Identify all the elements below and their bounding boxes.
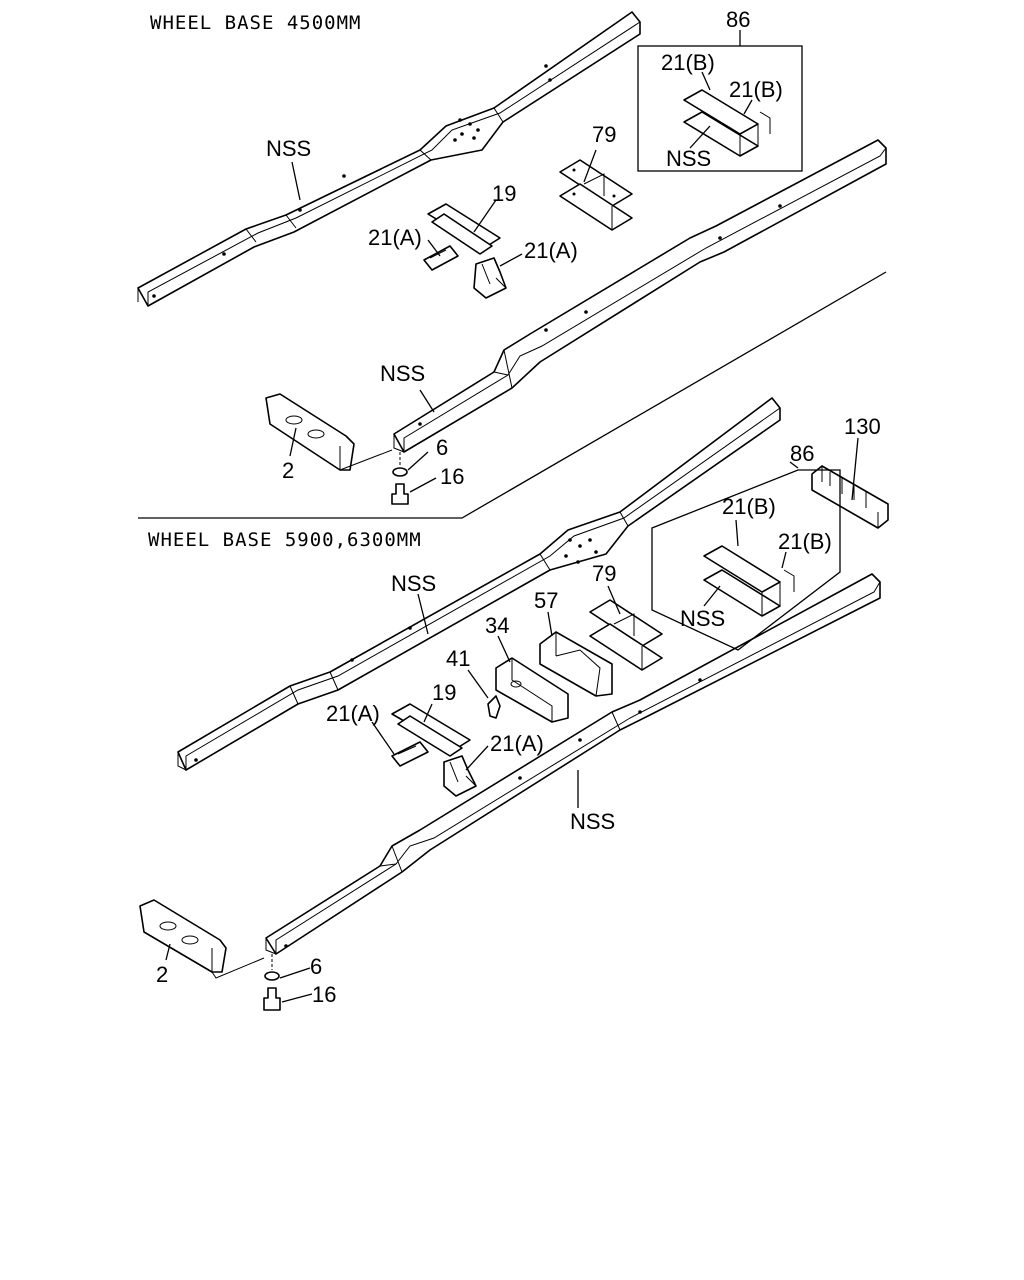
callout-41-2: 41 [446,646,470,671]
section-1-heading: WHEEL BASE 4500MM [150,12,361,34]
callout-2-1: 2 [282,458,294,483]
crossmember-19-2 [391,703,471,757]
callout-79-2: 79 [592,561,616,586]
callout-nss-left-rail-2: NSS [391,571,436,596]
bracket-41-2 [487,695,501,719]
callout-6-2: 6 [310,954,322,979]
callout-21b-right-1: 21(B) [729,77,783,102]
bracket-21a-left-1 [423,245,459,271]
leader-lines-2 [165,437,859,1003]
callout-86-1: 86 [726,7,750,32]
crossmember-2-2 [139,899,265,979]
frame-rail-left-1 [137,11,641,307]
callout-16-1: 16 [440,464,464,489]
callout-21a-left-1: 21(A) [368,225,422,250]
callout-nss-right-rail-2: NSS [570,809,615,834]
callout-79-1: 79 [592,122,616,147]
bracket-21a-right-2 [443,755,477,797]
callout-34-2: 34 [485,613,509,638]
crossmember-34-2 [495,657,569,723]
crossmember-130-2 [811,465,889,529]
callout-57-2: 57 [534,588,558,613]
washer-6-1 [392,452,408,477]
crossmember-plate-79-1 [559,159,633,231]
callout-nss-right-rail-1: NSS [380,361,425,386]
inset-86-2 [651,469,841,651]
callout-21b-top-2: 21(B) [722,494,776,519]
frame-rail-right-2 [265,573,881,955]
frame-rail-left-2 [177,397,781,771]
callout-21b-right-2: 21(B) [778,529,832,554]
bolt-16-2 [263,987,281,1011]
frame-rail-right-1 [393,139,887,453]
callout-21a-right-2: 21(A) [490,731,544,756]
bracket-21a-right-1 [473,257,507,299]
callout-nss-inset-2: NSS [680,606,725,631]
bolt-16-1 [391,483,409,505]
callout-6-1: 6 [436,435,448,460]
inset-86-1 [637,45,803,172]
callout-19-2: 19 [432,680,456,705]
crossmember-plate-79-2 [589,599,663,671]
callout-2-2: 2 [156,962,168,987]
crossmember-57-2 [539,631,613,697]
section-divider [138,271,887,519]
crossmember-19-1 [427,203,501,255]
callout-nss-left-rail-1: NSS [266,136,311,161]
callout-nss-inset-1: NSS [666,146,711,171]
callout-86-2: 86 [790,441,814,466]
crossmember-2-1 [265,393,393,471]
callout-16-2: 16 [312,982,336,1007]
callout-21b-top-1: 21(B) [661,50,715,75]
leader-lines-1 [289,30,753,493]
callout-19-1: 19 [492,181,516,206]
callout-21a-right-1: 21(A) [524,238,578,263]
callout-21a-left-2: 21(A) [326,701,380,726]
washer-6-2 [264,954,280,981]
bracket-21a-left-2 [391,741,429,767]
callout-130-2: 130 [844,414,881,439]
section-2-heading: WHEEL BASE 5900,6300MM [148,529,422,551]
